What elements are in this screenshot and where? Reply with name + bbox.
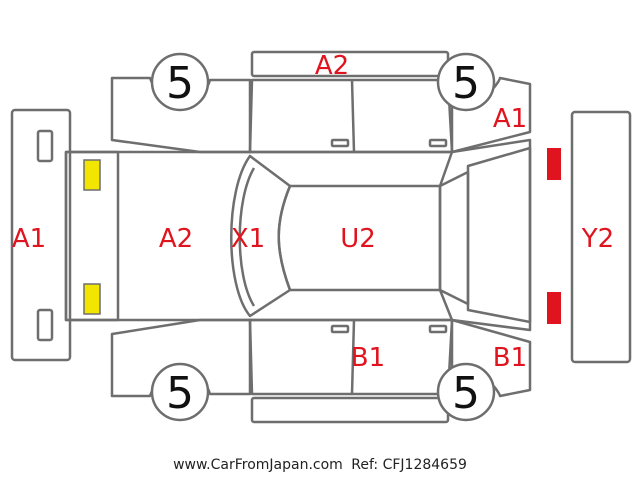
top-front-handle [330, 138, 350, 148]
code-left-bumper: A1 [12, 224, 46, 254]
code-rear-bumper: Y2 [581, 224, 614, 254]
code-right-rear-fender: B1 [493, 343, 527, 373]
bottom-front-handle [330, 324, 350, 334]
code-right-front-fender: A1 [493, 104, 527, 134]
code-hood: A2 [159, 224, 193, 254]
wheel-bottom-left [150, 362, 210, 422]
rear-bumper [570, 110, 632, 364]
bottom-rocker [250, 396, 450, 424]
wheel-top-left-number: 5 [166, 58, 194, 109]
wheel-bottom-right-number: 5 [452, 368, 480, 419]
front-bumper-slot-top [36, 129, 54, 163]
code-roof: U2 [340, 224, 376, 254]
rear-lamp-top [547, 148, 561, 180]
top-doors [248, 78, 454, 154]
rear-lamp-bottom [547, 292, 561, 324]
front-lamp-top [83, 159, 101, 191]
wheel-bottom-left-number: 5 [166, 368, 194, 419]
body-line-lower [438, 289, 454, 321]
top-door-divider [350, 79, 356, 153]
rear-window [438, 170, 470, 306]
footer-site: www.CarFromJapan.com [173, 457, 343, 473]
front-bumper-slot-bottom [36, 308, 54, 342]
top-rear-handle [428, 138, 448, 148]
windshield-inner [238, 167, 256, 307]
front-bumper [10, 108, 72, 362]
trunk-lid [466, 146, 532, 324]
footer: www.CarFromJapan.com Ref: CFJ1284659 [0, 457, 640, 473]
top-rocker [250, 50, 450, 78]
body-line-upper [438, 151, 454, 187]
code-windshield: X1 [231, 224, 265, 254]
wheel-bottom-right [436, 362, 496, 422]
footer-ref: Ref: CFJ1284659 [351, 457, 467, 473]
bottom-door-divider [350, 319, 356, 395]
code-bottom-door-area: B1 [351, 343, 385, 373]
roof-panel [277, 184, 442, 292]
front-grille [64, 150, 120, 322]
wheel-top-right-number: 5 [452, 58, 480, 109]
wheel-top-right [436, 52, 496, 112]
bottom-rear-handle [428, 324, 448, 334]
code-top-door-area: A2 [315, 51, 349, 81]
wheel-top-left [150, 52, 210, 112]
front-lamp-bottom [83, 283, 101, 315]
